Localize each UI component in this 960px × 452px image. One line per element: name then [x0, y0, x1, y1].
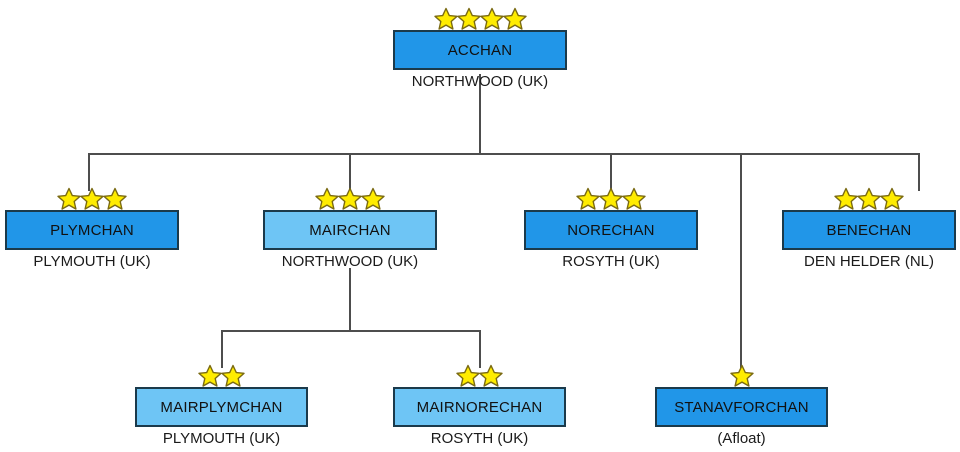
node-mairnorechan-location: ROSYTH (UK) — [430, 430, 529, 447]
star-icon — [456, 364, 480, 387]
star-icon — [433, 7, 458, 30]
connector-drop-mairnorechan — [479, 330, 481, 368]
node-stanavforchan-box[interactable]: STANAVFORCHAN — [655, 387, 828, 427]
connector-drop-plymchan — [88, 153, 90, 191]
node-mairchan-location: NORTHWOOD (UK) — [281, 253, 419, 270]
node-acchan[interactable]: ACCHAN NORTHWOOD (UK) — [393, 7, 567, 90]
star-icon — [361, 187, 385, 210]
node-mairplymchan-box[interactable]: MAIRPLYMCHAN — [135, 387, 308, 427]
star-icon — [576, 187, 600, 210]
node-benechan-box[interactable]: BENECHAN — [782, 210, 956, 250]
node-mairnorechan[interactable]: MAIRNORECHAN ROSYTH (UK) — [393, 364, 566, 447]
node-mairnorechan-label: MAIRNORECHAN — [416, 398, 543, 416]
node-plymchan-label: PLYMCHAN — [50, 221, 134, 239]
star-icon — [479, 7, 504, 30]
star-icon — [622, 187, 646, 210]
node-mairnorechan-box[interactable]: MAIRNORECHAN — [393, 387, 566, 427]
node-stanavforchan-label: STANAVFORCHAN — [674, 398, 809, 416]
connector-drop-norechan — [610, 153, 612, 191]
connector-tier2-bus — [88, 153, 919, 155]
node-plymchan-location: PLYMOUTH (UK) — [33, 253, 151, 270]
node-norechan-location: ROSYTH (UK) — [562, 253, 660, 270]
connector-mairchan-down — [349, 268, 351, 331]
connector-drop-mairchan — [349, 153, 351, 191]
node-acchan-location: NORTHWOOD (UK) — [411, 73, 549, 90]
star-icon — [479, 364, 503, 387]
star-icon — [880, 187, 904, 210]
star-icon — [221, 364, 245, 387]
node-plymchan[interactable]: PLYMCHAN PLYMOUTH (UK) — [5, 187, 179, 270]
node-benechan-label: BENECHAN — [826, 221, 912, 239]
node-norechan-box[interactable]: NORECHAN — [524, 210, 698, 250]
node-stanavforchan-location: (Afloat) — [717, 430, 766, 447]
star-icon — [857, 187, 881, 210]
connector-tier3-bus — [221, 330, 480, 332]
node-plymchan-box[interactable]: PLYMCHAN — [5, 210, 179, 250]
connector-drop-mairplymchan — [221, 330, 223, 368]
node-benechan-stars — [782, 186, 956, 210]
star-icon — [456, 7, 481, 30]
node-mairchan-label: MAIRCHAN — [309, 221, 391, 239]
node-benechan[interactable]: BENECHAN DEN HELDER (NL) — [782, 187, 956, 270]
node-acchan-box[interactable]: ACCHAN — [393, 30, 567, 70]
star-icon — [502, 7, 527, 30]
connector-drop-stanavforchan — [740, 153, 742, 368]
star-icon — [315, 187, 339, 210]
star-icon — [57, 187, 81, 210]
node-plymchan-stars — [5, 186, 179, 210]
star-icon — [103, 187, 127, 210]
star-icon — [198, 364, 222, 387]
connector-acchan-down — [479, 74, 481, 154]
node-acchan-stars — [393, 6, 567, 30]
node-norechan[interactable]: NORECHAN ROSYTH (UK) — [524, 187, 698, 270]
node-acchan-label: ACCHAN — [447, 41, 513, 59]
node-mairchan-box[interactable]: MAIRCHAN — [263, 210, 437, 250]
star-icon — [834, 187, 858, 210]
node-mairchan[interactable]: MAIRCHAN NORTHWOOD (UK) — [263, 187, 437, 270]
node-mairplymchan-label: MAIRPLYMCHAN — [160, 398, 283, 416]
connector-drop-benechan — [918, 153, 920, 191]
node-stanavforchan[interactable]: STANAVFORCHAN (Afloat) — [655, 364, 828, 447]
node-mairplymchan[interactable]: MAIRPLYMCHAN PLYMOUTH (UK) — [135, 364, 308, 447]
node-benechan-location: DEN HELDER (NL) — [803, 253, 935, 270]
node-mairplymchan-location: PLYMOUTH (UK) — [162, 430, 281, 447]
star-icon — [80, 187, 104, 210]
node-norechan-label: NORECHAN — [567, 221, 655, 239]
